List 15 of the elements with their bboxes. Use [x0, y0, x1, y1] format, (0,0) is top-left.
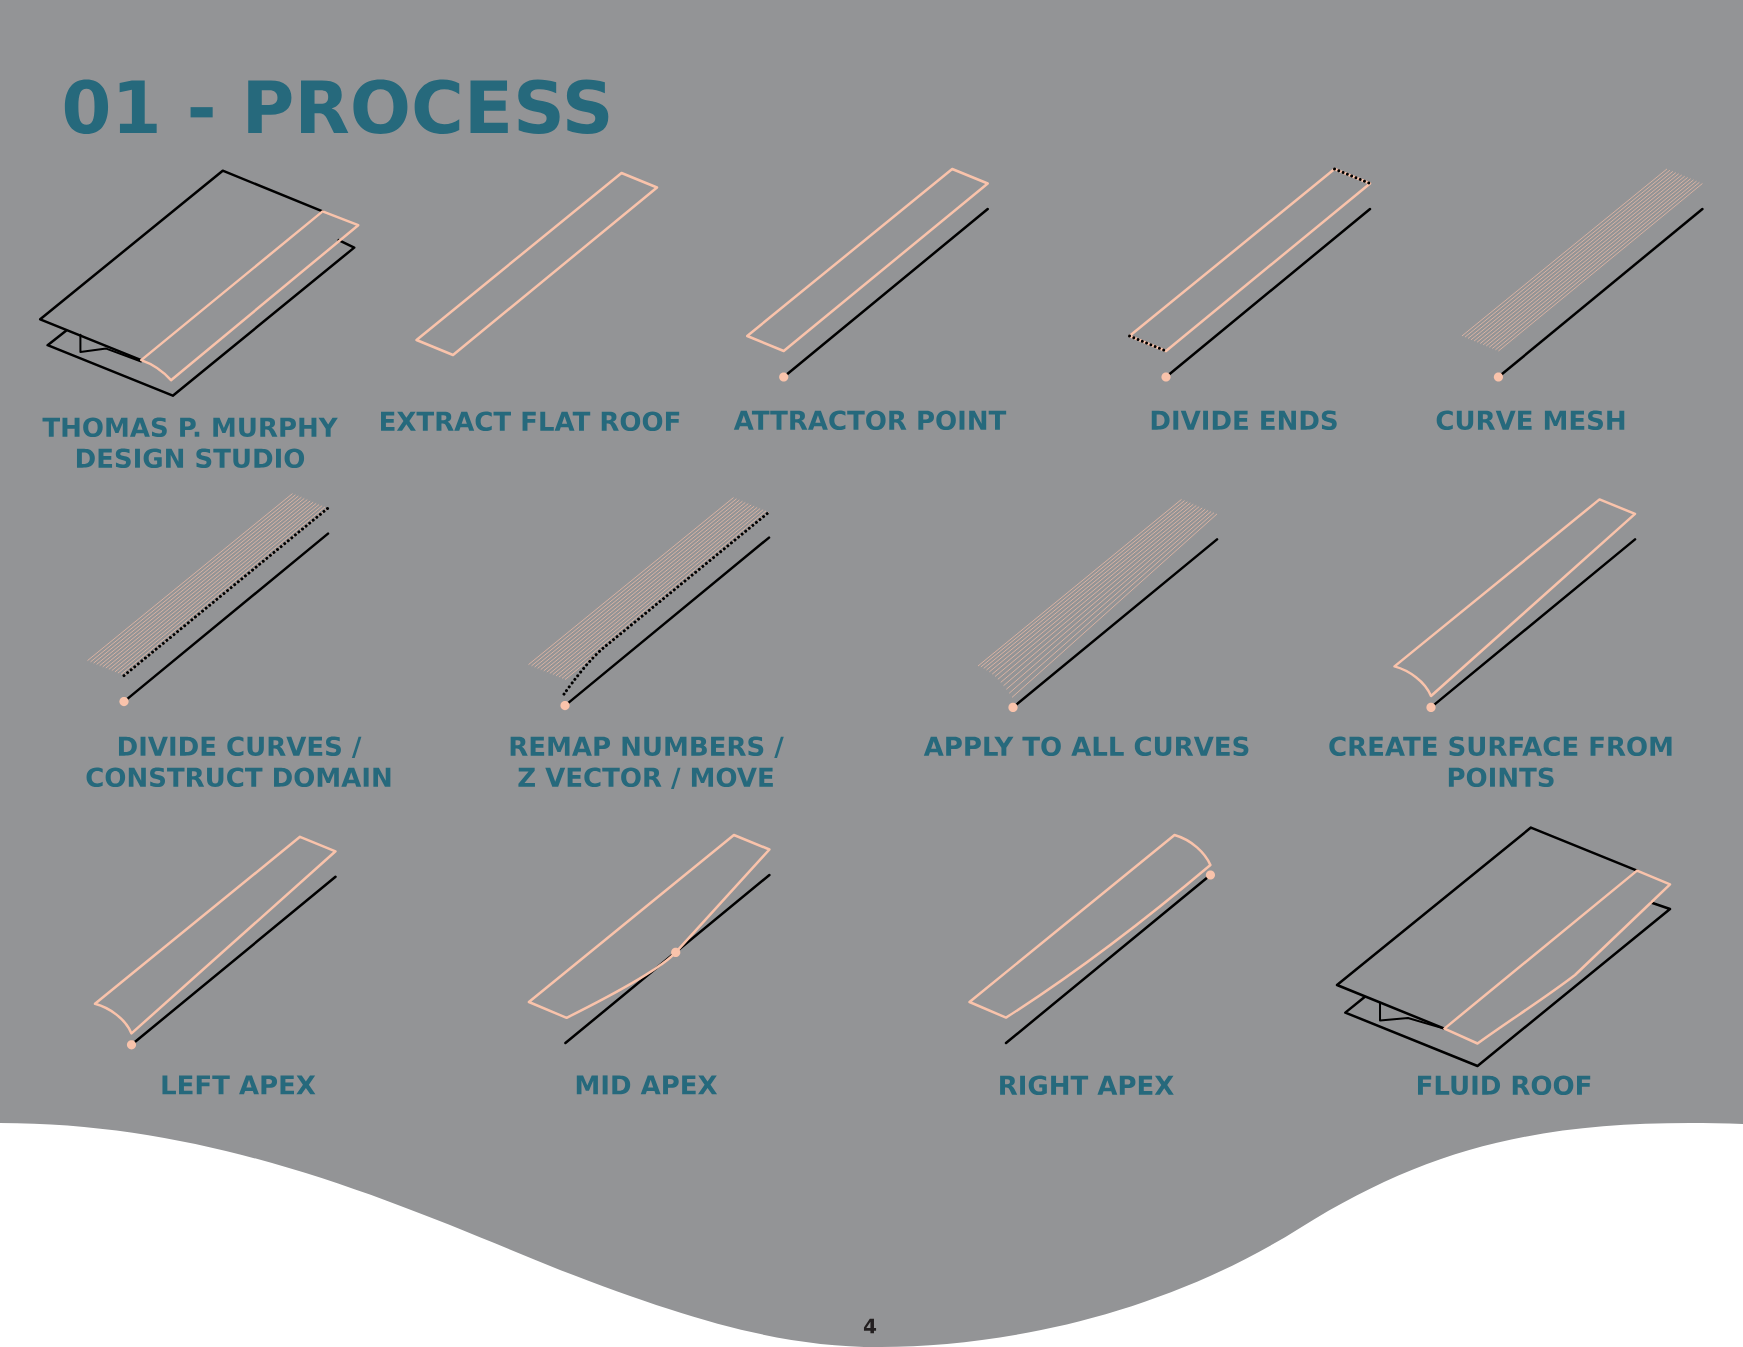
step-caption: FLUID ROOF — [1418, 1075, 1591, 1096]
step-caption: EXTRACT FLAT ROOF — [381, 411, 680, 432]
step-caption: REMAP NUMBERS / Z VECTOR / MOVE — [510, 736, 784, 790]
step-caption: DIVIDE ENDS — [1151, 410, 1337, 431]
step-caption: LEFT APEX — [162, 1075, 316, 1095]
step-caption: CREATE SURFACE FROM POINTS — [1329, 736, 1672, 788]
step-caption: DIVIDE CURVES / CONSTRUCT DOMAIN — [86, 736, 391, 788]
step-caption: THOMAS P. MURPHY DESIGN STUDIO — [42, 417, 338, 469]
step-caption: APPLY TO ALL CURVES — [923, 736, 1249, 757]
page-number: 4 — [863, 1318, 877, 1334]
step-caption: RIGHT APEX — [1000, 1075, 1174, 1096]
step-caption: CURVE MESH — [1436, 410, 1625, 431]
step-caption: MID APEX — [576, 1075, 718, 1095]
page-title: 01 - PROCESS — [64, 79, 609, 134]
step-caption: ATTRACTOR POINT — [733, 410, 1007, 431]
